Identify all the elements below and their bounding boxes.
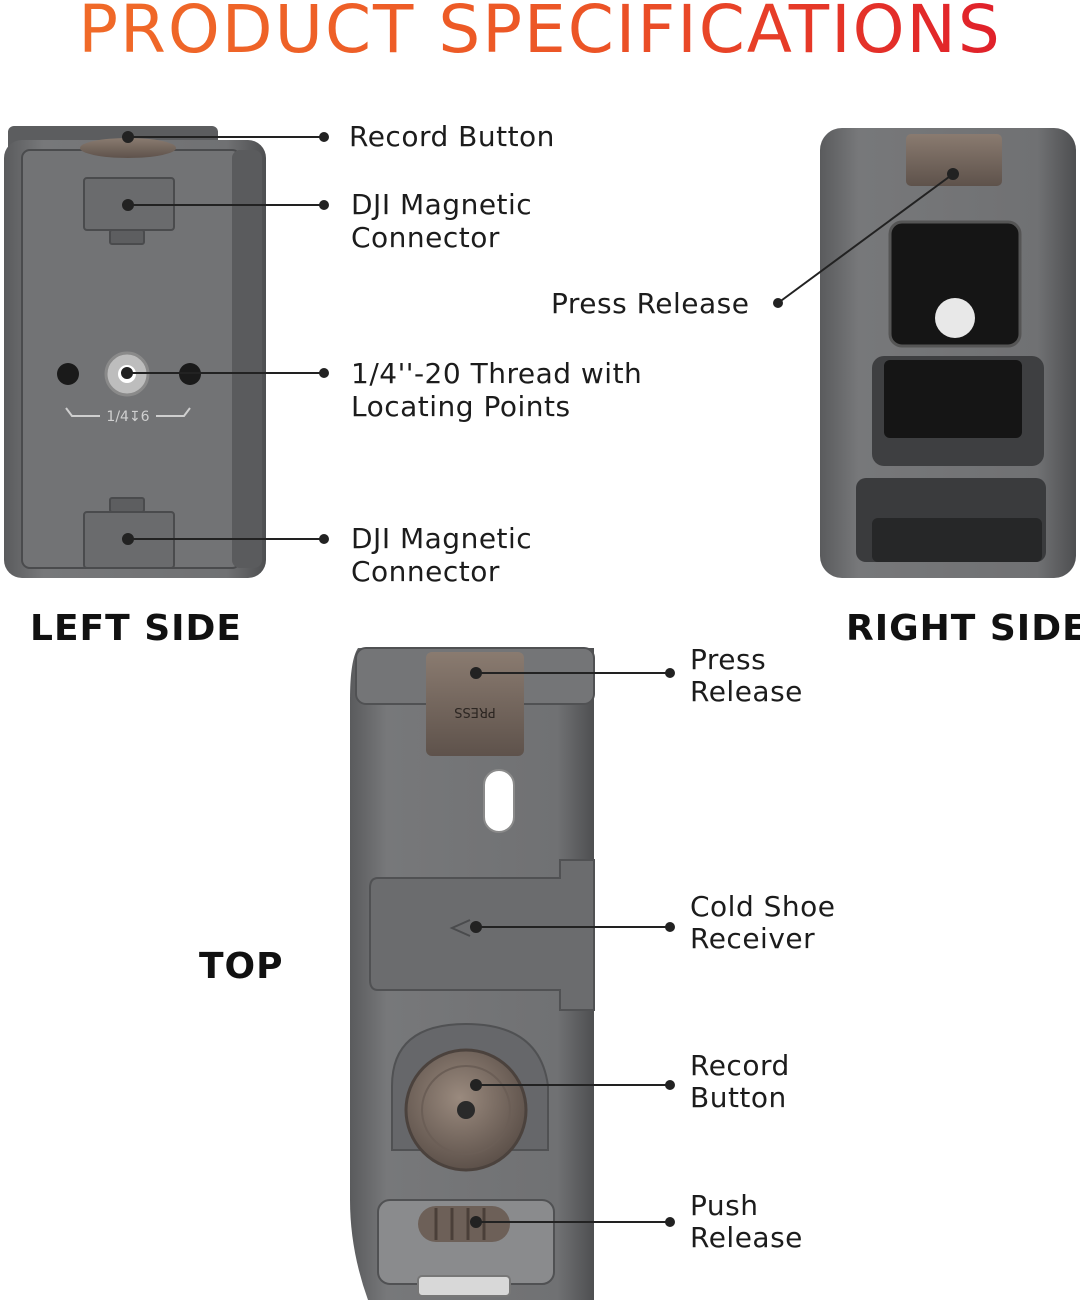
top-cold-shoe-label-1: Cold Shoe [690, 890, 836, 923]
top-record-button-label-1: Record [690, 1049, 790, 1082]
top-press-engraving: PRESS [454, 704, 496, 719]
section-right-side: RIGHT SIDE [846, 608, 1080, 649]
left-side-device: 1/4↧6 [4, 126, 266, 578]
left-thread-label-2: Locating Points [351, 390, 571, 423]
page-title: PRODUCT SPECIFICATIONS [0, 0, 1080, 68]
top-cold-shoe [369, 859, 595, 1011]
left-thread-engraving: 1/4↧6 [106, 409, 149, 425]
top-record-button-shape [391, 1022, 549, 1172]
left-magnetic-bottom-label-1: DJI Magnetic [351, 522, 533, 555]
top-press-release-label-2: Release [690, 675, 803, 708]
left-record-button-shape [80, 138, 176, 158]
top-push-release-label-2: Release [690, 1221, 803, 1254]
left-magnetic-bottom-label-2: Connector [351, 555, 500, 588]
left-magnetic-connector-bottom [83, 497, 175, 569]
top-cold-shoe-label-2: Receiver [690, 922, 816, 955]
top-press-release-shape [426, 652, 524, 756]
top-record-button-label-2: Button [690, 1081, 787, 1114]
right-side-device [820, 128, 1076, 578]
page-title-text: PRODUCT SPECIFICATIONS [78, 0, 1002, 68]
left-magnetic-top-label-1: DJI Magnetic [351, 188, 533, 221]
top-device: PRESS [350, 647, 595, 1300]
left-magnetic-top-label-2: Connector [351, 221, 500, 254]
left-record-button-label: Record Button [349, 120, 555, 153]
top-press-release-label-1: Press [690, 643, 767, 676]
top-push-release-shape [377, 1199, 555, 1297]
left-thread-mount: 1/4↧6 [57, 351, 201, 425]
leader-lines [121, 131, 959, 1228]
top-push-release-label-1: Push [690, 1189, 759, 1222]
section-left-side: LEFT SIDE [30, 608, 243, 649]
left-thread-label-1: 1/4''-20 Thread with [351, 357, 643, 390]
right-press-release-label: Press Release [551, 287, 750, 320]
section-top: TOP [199, 946, 284, 987]
